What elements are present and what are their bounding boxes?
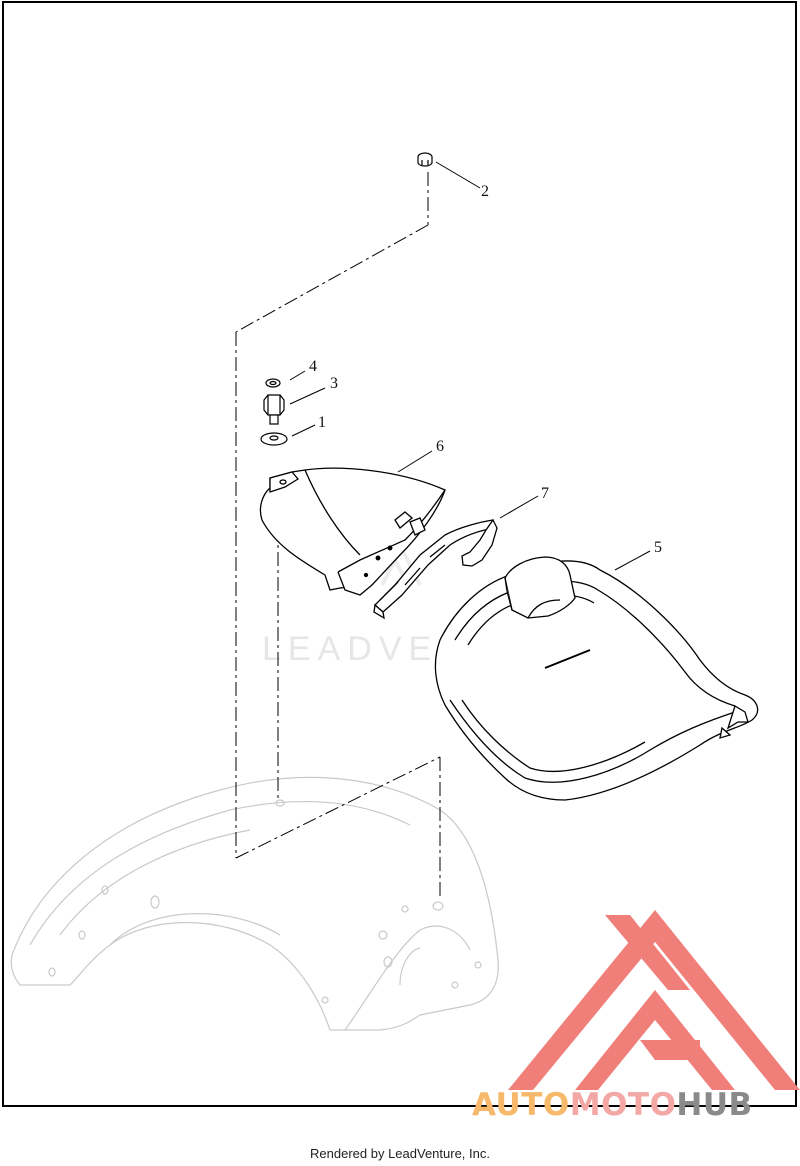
callout-7: 7: [541, 485, 549, 502]
logo-triangle-mark: [508, 910, 800, 1090]
callout-3: 3: [330, 375, 338, 392]
automotohub-logo: AUTOMOTOHUB: [472, 910, 800, 1120]
plug-cap-part: [417, 152, 433, 167]
flat-washer-part: [260, 432, 288, 446]
callout-4: 4: [309, 358, 317, 375]
logo-word: AUTOMOTOHUB: [472, 1087, 753, 1120]
callout-leaders: [289, 161, 651, 571]
callout-1: 1: [318, 414, 326, 431]
callout-6: 6: [436, 438, 444, 455]
hex-nut-part: [263, 394, 285, 425]
parts-diagram: LEADVENTURE: [2, 1, 800, 1120]
footer-credit: Rendered by LeadVenture, Inc.: [310, 1146, 490, 1161]
seat-part: [434, 556, 759, 801]
logo-word-moto: MOTO: [570, 1087, 677, 1120]
callout-5: 5: [654, 539, 662, 556]
rear-fender: [10, 776, 499, 1031]
assembly-lines: [235, 172, 441, 900]
lock-washer-part: [265, 378, 281, 388]
logo-word-auto: AUTO: [472, 1087, 570, 1120]
seat-pan-part: [259, 467, 446, 596]
diagram-border: [2, 1, 797, 1107]
seat-frame-part: [373, 518, 498, 620]
logo-word-hub: HUB: [676, 1087, 752, 1120]
callout-2: 2: [481, 183, 489, 200]
